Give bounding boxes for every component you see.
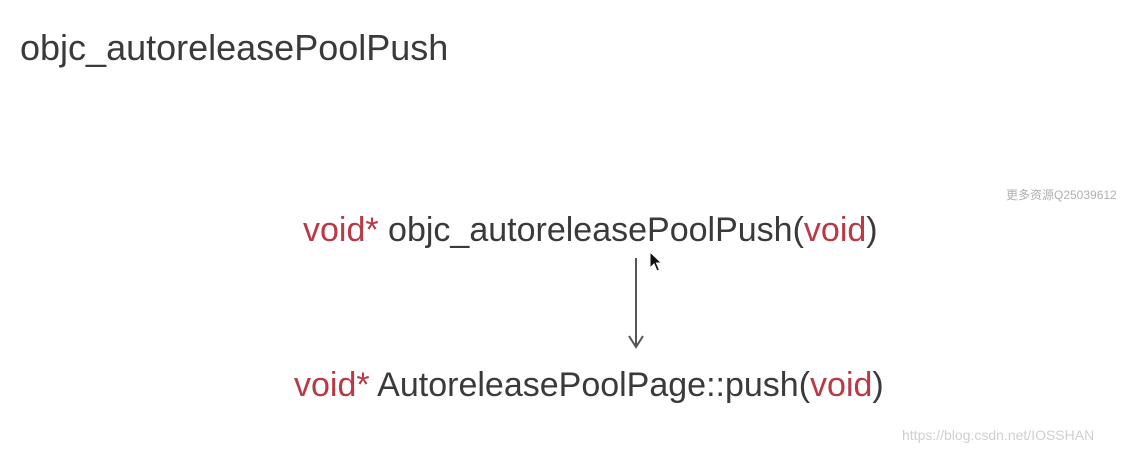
parameter-keyword: void xyxy=(810,366,873,404)
mouse-cursor-icon xyxy=(649,251,663,272)
close-paren: ) xyxy=(872,366,884,404)
page-title: objc_autoreleasePoolPush xyxy=(20,27,449,68)
parameter-keyword: void xyxy=(803,211,867,249)
function-name: AutoreleasePoolPage::push( xyxy=(369,366,811,404)
function-signature-push: void* objc_autoreleasePoolPush(void) xyxy=(303,209,878,251)
return-type-keyword: void* xyxy=(294,366,370,404)
close-paren: ) xyxy=(866,211,878,249)
watermark: https://blog.csdn.net/IOSSHAN xyxy=(902,427,1095,443)
function-name: objc_autoreleasePoolPush( xyxy=(378,211,804,249)
function-signature-page-push: void* AutoreleasePoolPage::push(void) xyxy=(294,364,884,406)
side-note: 更多资源Q25039612 xyxy=(1006,188,1117,202)
return-type-keyword: void* xyxy=(303,211,379,249)
down-arrow-icon xyxy=(628,258,644,349)
